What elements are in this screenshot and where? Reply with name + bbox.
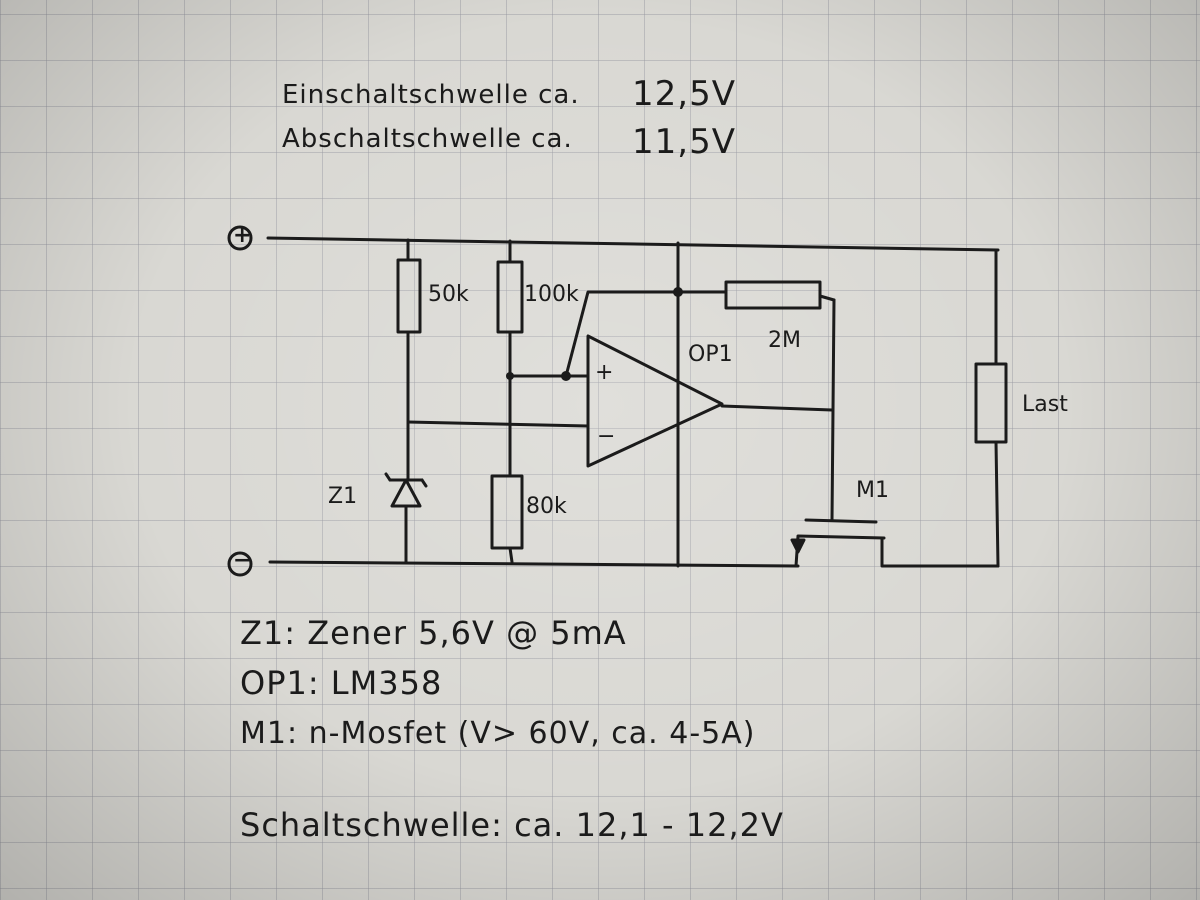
- positive-terminal: [227, 225, 253, 251]
- zener-diode: [390, 478, 422, 508]
- resistor-2m: [724, 280, 822, 310]
- note-switch-threshold: Schaltschwelle: ca. 12,1 - 12,2V: [240, 806, 784, 844]
- junction-dot: [673, 287, 683, 297]
- resistor-80k: [490, 474, 524, 550]
- junction-dot: [561, 371, 571, 381]
- off-threshold-label: Abschaltschwelle ca.: [282, 124, 573, 154]
- label-80k: 80k: [526, 494, 567, 519]
- note-opamp: OP1: LM358: [240, 664, 443, 702]
- resistor-100k: [496, 260, 524, 334]
- negative-rail-symbol: −: [233, 548, 252, 573]
- label-m1: M1: [856, 478, 889, 503]
- junction-dot: [506, 372, 514, 380]
- opamp-plus-input: +: [595, 360, 614, 385]
- positive-rail-symbol: +: [233, 223, 252, 248]
- on-threshold-value: 12,5V: [632, 74, 736, 114]
- label-load: Last: [1022, 392, 1068, 417]
- mosfet-gate: [804, 518, 878, 524]
- negative-terminal: [227, 551, 253, 577]
- load-resistor: [974, 362, 1008, 444]
- negative-rail: [268, 560, 800, 568]
- label-op1: OP1: [688, 342, 733, 367]
- source-return: [880, 536, 1000, 568]
- on-threshold-label: Einschaltschwelle ca.: [282, 80, 580, 110]
- opamp-minus-input: −: [597, 424, 616, 449]
- positive-rail: [266, 236, 1000, 252]
- opamp-op1: [586, 334, 724, 468]
- note-mosfet: M1: n-Mosfet (V> 60V, ca. 4-5A): [240, 716, 756, 751]
- mosfet-channel: [794, 534, 886, 568]
- note-zener: Z1: Zener 5,6V @ 5mA: [240, 614, 627, 652]
- off-threshold-value: 11,5V: [632, 122, 736, 162]
- label-100k: 100k: [524, 282, 579, 307]
- label-z1: Z1: [328, 484, 358, 509]
- label-50k: 50k: [428, 282, 469, 307]
- label-2m: 2M: [768, 328, 801, 353]
- resistor-50k: [396, 258, 422, 334]
